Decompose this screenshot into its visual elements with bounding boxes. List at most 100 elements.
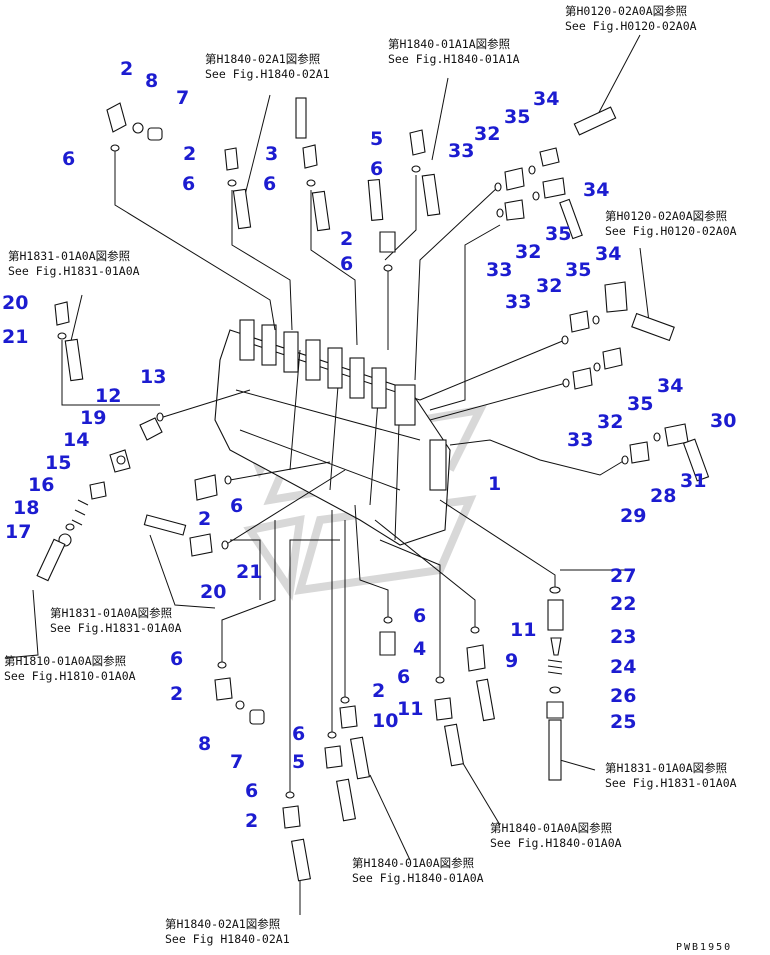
callout-n37: 12 <box>95 385 121 407</box>
callout-n28: 33 <box>567 429 593 451</box>
callout-n34: 20 <box>2 292 28 314</box>
reference-arrows <box>4 34 651 915</box>
callout-n25: 34 <box>657 375 683 397</box>
ref-h1840-02a1-top-jp: 第H1840-02A1図参照 <box>205 52 320 66</box>
callout-n30: 31 <box>680 470 706 492</box>
callout-n5: 2 <box>183 143 196 165</box>
callout-n6: 6 <box>182 173 195 195</box>
callout-n50: 23 <box>610 626 636 648</box>
callout-n14: 32 <box>474 123 500 145</box>
callout-n1: 2 <box>120 58 133 80</box>
callout-n49: 22 <box>610 593 636 615</box>
callout-n45: 6 <box>230 495 243 517</box>
ref-h1840-01a0a-right-jp: 第H1840-01A0A図参照 <box>490 821 612 835</box>
callout-n67: 7 <box>230 751 243 773</box>
ref-h1831-right-jp: 第H1831-01A0A図参照 <box>605 761 727 775</box>
ref-h1831-left-jp: 第H1831-01A0A図参照 <box>8 249 130 263</box>
leader-lines <box>61 150 630 795</box>
callout-n32: 29 <box>620 505 646 527</box>
ref-h1840-02a1-top-en: See Fig.H1840-02A1 <box>205 67 330 81</box>
callout-n64: 6 <box>170 648 183 670</box>
callout-n38: 19 <box>80 407 106 429</box>
callout-n35: 21 <box>2 326 28 348</box>
callout-n15: 35 <box>504 106 530 128</box>
callout-n68: 6 <box>245 780 258 802</box>
reference-labels: 第H0120-02A0A図参照 See Fig.H0120-02A0A 第H18… <box>4 4 737 946</box>
callout-n44: 2 <box>198 508 211 530</box>
ref-h1831-mid-jp: 第H1831-01A0A図参照 <box>50 606 172 620</box>
callout-n58: 6 <box>397 666 410 688</box>
ref-h0120-top-en: See Fig.H0120-02A0A <box>565 19 697 33</box>
ref-h1831-right-en: See Fig.H1831-01A0A <box>605 776 737 790</box>
callout-n52: 26 <box>610 685 636 707</box>
ref-h1840-01a1a-jp: 第H1840-01A1A図参照 <box>388 37 510 51</box>
callout-n23: 32 <box>536 275 562 297</box>
callout-numbers: 2 8 7 6 2 6 3 6 5 6 2 6 33 32 35 34 34 3… <box>2 58 736 832</box>
ref-h1840-01a0a-mid-en: See Fig.H1840-01A0A <box>352 871 484 885</box>
ref-h1840-01a1a-en: See Fig.H1840-01A1A <box>388 52 520 66</box>
callout-n56: 11 <box>510 619 536 641</box>
callout-n3: 7 <box>176 87 189 109</box>
callout-n59: 2 <box>372 680 385 702</box>
callout-n46: 20 <box>200 581 226 603</box>
control-valve-body <box>214 319 451 546</box>
callout-n31: 28 <box>650 485 676 507</box>
ref-h1810-en: See Fig.H1810-01A0A <box>4 669 136 683</box>
callout-n41: 16 <box>28 474 54 496</box>
callout-n51: 24 <box>610 656 636 678</box>
callout-n2: 8 <box>145 70 158 92</box>
callout-n27: 32 <box>597 411 623 433</box>
callout-n4: 6 <box>62 148 75 170</box>
callout-n40: 15 <box>45 452 71 474</box>
ref-h1831-left-en: See Fig.H1831-01A0A <box>8 264 140 278</box>
fittings <box>36 97 710 882</box>
callout-n8: 6 <box>263 173 276 195</box>
callout-n22: 35 <box>565 259 591 281</box>
drawing-code: PWB1950 <box>676 942 732 953</box>
callout-n60: 11 <box>397 698 423 720</box>
ref-h0120-mid-en: See Fig.H0120-02A0A <box>605 224 737 238</box>
callout-n65: 2 <box>170 683 183 705</box>
ref-h1840-01a0a-mid-jp: 第H1840-01A0A図参照 <box>352 856 474 870</box>
callout-n9: 5 <box>370 128 383 150</box>
ref-h1831-mid-en: See Fig.H1831-01A0A <box>50 621 182 635</box>
callout-n39: 14 <box>63 429 89 451</box>
callout-n18: 35 <box>545 223 571 245</box>
callout-n10: 6 <box>370 158 383 180</box>
callout-n43: 17 <box>5 521 31 543</box>
callout-n42: 18 <box>13 497 39 519</box>
callout-n19: 32 <box>515 241 541 263</box>
callout-n55: 4 <box>413 638 426 660</box>
callout-n66: 8 <box>198 733 211 755</box>
callout-n29: 30 <box>710 410 736 432</box>
callout-n21: 34 <box>595 243 621 265</box>
ref-h1840-02a1-bottom-en: See Fig H1840-02A1 <box>165 932 290 946</box>
callout-n48: 27 <box>610 565 636 587</box>
callout-n17: 34 <box>583 179 609 201</box>
ref-h0120-mid-jp: 第H0120-02A0A図参照 <box>605 209 727 223</box>
ref-h1810-jp: 第H1810-01A0A図参照 <box>4 654 126 668</box>
callout-n63: 5 <box>292 751 305 773</box>
callout-n11: 2 <box>340 228 353 250</box>
callout-n33: 1 <box>488 473 501 495</box>
callout-n36: 13 <box>140 366 166 388</box>
ref-h1840-01a0a-right-en: See Fig.H1840-01A0A <box>490 836 622 850</box>
callout-n13: 33 <box>448 140 474 162</box>
callout-n12: 6 <box>340 253 353 275</box>
callout-n16: 34 <box>533 88 559 110</box>
ref-h0120-top-jp: 第H0120-02A0A図参照 <box>565 4 687 18</box>
callout-n53: 25 <box>610 711 636 733</box>
ref-h1840-02a1-bottom-jp: 第H1840-02A1図参照 <box>165 917 280 931</box>
callout-n54: 6 <box>413 605 426 627</box>
callout-n62: 6 <box>292 723 305 745</box>
callout-n47: 21 <box>236 561 262 583</box>
callout-n20: 33 <box>486 259 512 281</box>
callout-n57: 9 <box>505 650 518 672</box>
callout-n24: 33 <box>505 291 531 313</box>
callout-n26: 35 <box>627 393 653 415</box>
callout-n69: 2 <box>245 810 258 832</box>
callout-n7: 3 <box>265 143 278 165</box>
callout-n61: 10 <box>372 710 398 732</box>
